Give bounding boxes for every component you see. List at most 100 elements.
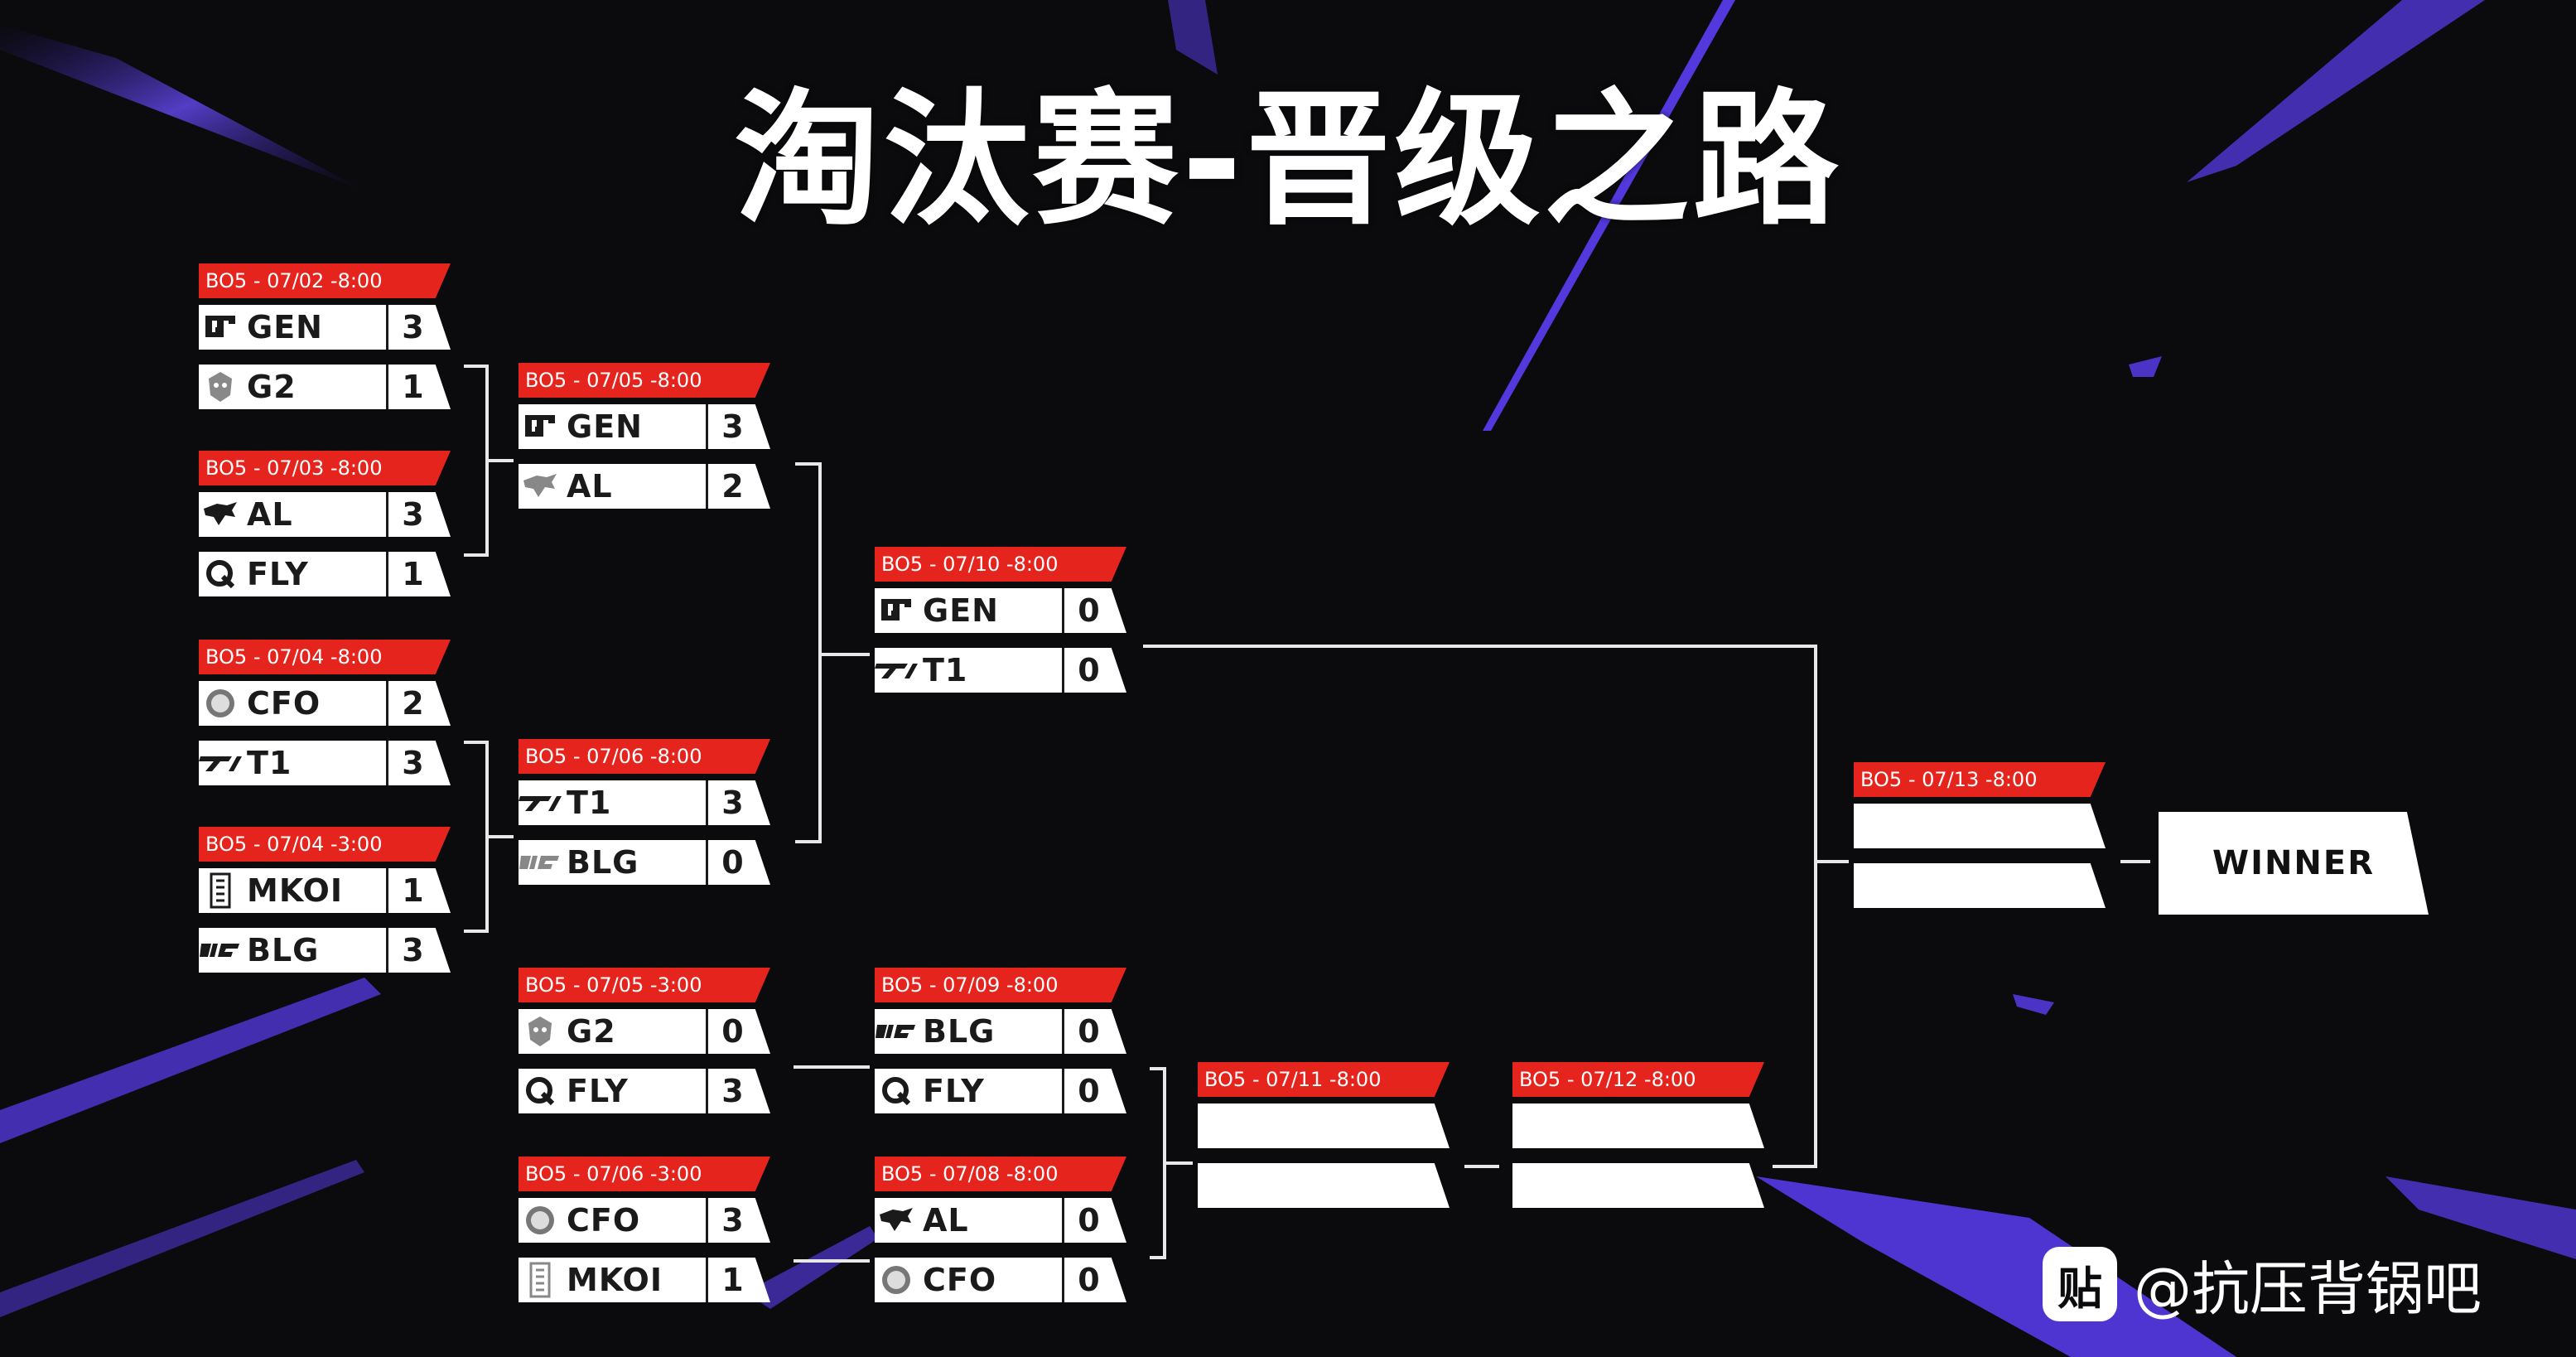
team-score: 3 xyxy=(386,305,437,350)
fly-logo-icon xyxy=(875,1069,918,1113)
team-score: 0 xyxy=(1062,1198,1113,1243)
winner-box: WINNER xyxy=(2159,812,2429,915)
team-row: CFO 2 xyxy=(199,681,451,726)
match-header: BO5 - 07/06 -8:00 xyxy=(519,739,770,774)
match-card-m9: BO5 - 07/10 -8:00 GEN 0 T1 0 xyxy=(875,547,1126,693)
team-name: T1 xyxy=(247,745,292,781)
team-score: 1 xyxy=(386,868,437,913)
team-row: MKOI 1 xyxy=(519,1258,770,1302)
team-name: AL xyxy=(567,468,613,505)
team-name: FLY xyxy=(923,1073,985,1109)
t1-logo-icon xyxy=(519,780,562,825)
team-score: 0 xyxy=(1062,1258,1113,1302)
match-header: BO5 - 07/02 -8:00 xyxy=(199,263,451,298)
team-score: 0 xyxy=(1062,1009,1113,1054)
team-row: G2 1 xyxy=(199,365,451,409)
team-name: GEN xyxy=(923,592,999,629)
match-card-m10: BO5 - 07/09 -8:00 BLG 0 FLY 0 xyxy=(875,968,1126,1113)
match-card-m13: BO5 - 07/12 -8:00 xyxy=(1512,1062,1764,1208)
team-name: T1 xyxy=(923,652,968,688)
match-card-m7: BO5 - 07/05 -3:00 G2 0 FLY 3 xyxy=(519,968,770,1113)
team-score: 3 xyxy=(386,928,437,973)
team-score: 0 xyxy=(1062,1069,1113,1113)
team-name: G2 xyxy=(247,369,297,405)
team-score: 0 xyxy=(1062,588,1113,633)
cfo-logo-icon xyxy=(519,1198,562,1243)
team-row-tbd xyxy=(1198,1163,1450,1208)
watermark-text: @抗压背锅吧 xyxy=(2134,1254,2482,1323)
match-header: BO5 - 07/09 -8:00 xyxy=(875,968,1126,1002)
team-row: GEN 0 xyxy=(875,588,1126,633)
team-row: T1 3 xyxy=(199,741,451,785)
team-row: T1 3 xyxy=(519,780,770,825)
match-card-m1: BO5 - 07/02 -8:00 GEN 3 G2 1 xyxy=(199,263,451,409)
team-name: CFO xyxy=(923,1262,997,1298)
team-name: CFO xyxy=(567,1202,641,1239)
mkoi-logo-icon xyxy=(199,868,242,913)
match-card-m12: BO5 - 07/11 -8:00 xyxy=(1198,1062,1450,1208)
team-score: 3 xyxy=(386,492,437,537)
team-row: BLG 0 xyxy=(875,1009,1126,1054)
blg-logo-icon xyxy=(875,1009,918,1054)
team-name: GEN xyxy=(247,309,323,345)
team-score: 0 xyxy=(1062,648,1113,693)
team-row: BLG 3 xyxy=(199,928,451,973)
team-row: FLY 0 xyxy=(875,1069,1126,1113)
team-name: BLG xyxy=(923,1013,996,1050)
team-name: AL xyxy=(923,1202,969,1239)
team-score: 1 xyxy=(386,365,437,409)
team-score: 3 xyxy=(706,1198,757,1243)
match-card-m6: BO5 - 07/06 -8:00 T1 3 BLG 0 xyxy=(519,739,770,885)
gen-logo-icon xyxy=(199,305,242,350)
team-row: CFO 3 xyxy=(519,1198,770,1243)
blg-logo-icon xyxy=(199,928,242,973)
al-logo-icon xyxy=(875,1198,918,1243)
team-row-tbd xyxy=(1512,1163,1764,1208)
team-name: BLG xyxy=(567,844,639,881)
gen-logo-icon xyxy=(519,404,562,449)
g2-logo-icon xyxy=(199,365,242,409)
team-name: MKOI xyxy=(247,872,343,909)
match-header: BO5 - 07/04 -3:00 xyxy=(199,827,451,862)
cfo-logo-icon xyxy=(199,681,242,726)
team-row: MKOI 1 xyxy=(199,868,451,913)
fly-logo-icon xyxy=(199,552,242,596)
blg-logo-icon xyxy=(519,840,562,885)
match-header: BO5 - 07/05 -3:00 xyxy=(519,968,770,1002)
team-name: G2 xyxy=(567,1013,616,1050)
match-header: BO5 - 07/11 -8:00 xyxy=(1198,1062,1450,1097)
match-card-m14: BO5 - 07/13 -8:00 xyxy=(1854,762,2106,908)
team-row-tbd xyxy=(1512,1103,1764,1148)
team-name: AL xyxy=(247,496,293,533)
team-row: AL 3 xyxy=(199,492,451,537)
team-name: T1 xyxy=(567,785,612,821)
team-score: 3 xyxy=(706,1069,757,1113)
team-row: GEN 3 xyxy=(519,404,770,449)
team-row: AL 2 xyxy=(519,464,770,509)
al-logo-icon xyxy=(199,492,242,537)
team-name: BLG xyxy=(247,932,320,968)
team-row: GEN 3 xyxy=(199,305,451,350)
team-row: BLG 0 xyxy=(519,840,770,885)
team-name: CFO xyxy=(247,685,321,722)
match-card-m2: BO5 - 07/03 -8:00 AL 3 FLY 1 xyxy=(199,451,451,596)
match-card-m3: BO5 - 07/04 -8:00 CFO 2 T1 3 xyxy=(199,640,451,785)
match-header: BO5 - 07/10 -8:00 xyxy=(875,547,1126,582)
match-header: BO5 - 07/12 -8:00 xyxy=(1512,1062,1764,1097)
team-score: 1 xyxy=(706,1258,757,1302)
team-row: FLY 1 xyxy=(199,552,451,596)
gen-logo-icon xyxy=(875,588,918,633)
team-row: T1 0 xyxy=(875,648,1126,693)
team-row: FLY 3 xyxy=(519,1069,770,1113)
team-row: CFO 0 xyxy=(875,1258,1126,1302)
tieba-icon: 贴 xyxy=(2043,1247,2117,1321)
t1-logo-icon xyxy=(875,648,918,693)
team-name: MKOI xyxy=(567,1262,663,1298)
match-header: BO5 - 07/08 -8:00 xyxy=(875,1157,1126,1191)
cfo-logo-icon xyxy=(875,1258,918,1302)
match-header: BO5 - 07/03 -8:00 xyxy=(199,451,451,485)
team-row-tbd xyxy=(1854,804,2106,848)
team-row-tbd xyxy=(1854,863,2106,908)
team-score: 0 xyxy=(706,840,757,885)
